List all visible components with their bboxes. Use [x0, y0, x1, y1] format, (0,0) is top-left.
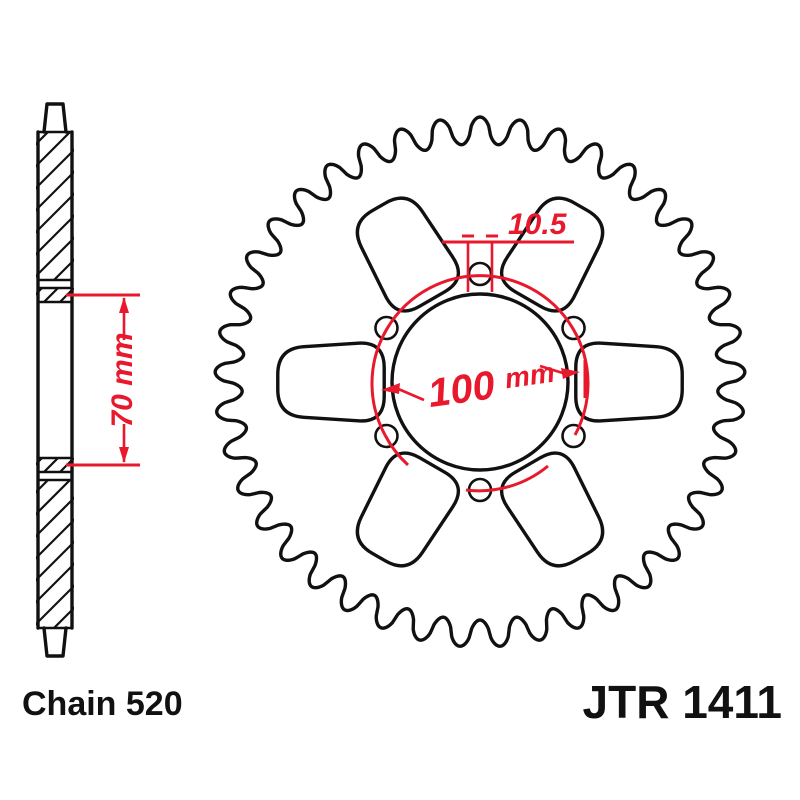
dim100-value: 100	[425, 363, 497, 416]
side-hatch-band-upper	[36, 288, 74, 302]
bolt-hole	[561, 423, 586, 449]
bolt-circle-arc-tail-left	[383, 434, 410, 467]
spoke-cutout	[355, 196, 461, 313]
bolt-circle-arc	[370, 274, 590, 436]
dim100-leader-left	[395, 386, 425, 402]
spoke-cutouts-group	[276, 196, 684, 568]
side-hatch-lower	[36, 480, 74, 628]
dim105-label: 10.5	[508, 208, 568, 241]
side-section-view	[36, 102, 74, 658]
bolt-hole	[374, 423, 399, 449]
dimension-bolt-circle-100mm: 100 mm	[370, 274, 590, 493]
dimension-thickness-70mm: 70 mm	[66, 293, 140, 467]
side-tooth-tip-bottom	[42, 626, 68, 658]
part-number-label: JTR 1411	[583, 676, 782, 728]
spoke-cutout	[276, 341, 386, 423]
center-bore	[390, 292, 570, 472]
dim70-label: 70 mm	[106, 332, 139, 427]
spoke-cutout	[499, 451, 605, 568]
bolt-circle-arc-tail-bottom	[465, 464, 549, 493]
spoke-cutout	[574, 341, 684, 423]
side-tooth-tip-top	[42, 102, 68, 134]
sprocket-teeth-outline	[213, 115, 747, 648]
dim100-arrow-left	[381, 383, 400, 394]
dim70-arrow-top	[119, 297, 129, 313]
bolt-hole	[561, 315, 586, 341]
dim100-unit: mm	[503, 357, 557, 395]
bolt-hole	[467, 261, 493, 287]
dim70-arrow-bottom	[119, 447, 129, 463]
dim100-label-group: 100 mm	[425, 357, 557, 416]
side-hatch-band-lower	[36, 458, 74, 472]
chain-label: Chain 520	[22, 685, 183, 723]
side-hatch-upper	[36, 132, 74, 280]
spoke-cutout	[355, 451, 461, 568]
spoke-cutout	[499, 196, 605, 313]
dimension-bolt-hole-10-5: 10.5	[442, 208, 574, 292]
dim100-leader-right	[539, 364, 567, 376]
bolt-hole	[374, 315, 399, 341]
dim100-arrow-right	[561, 368, 580, 379]
